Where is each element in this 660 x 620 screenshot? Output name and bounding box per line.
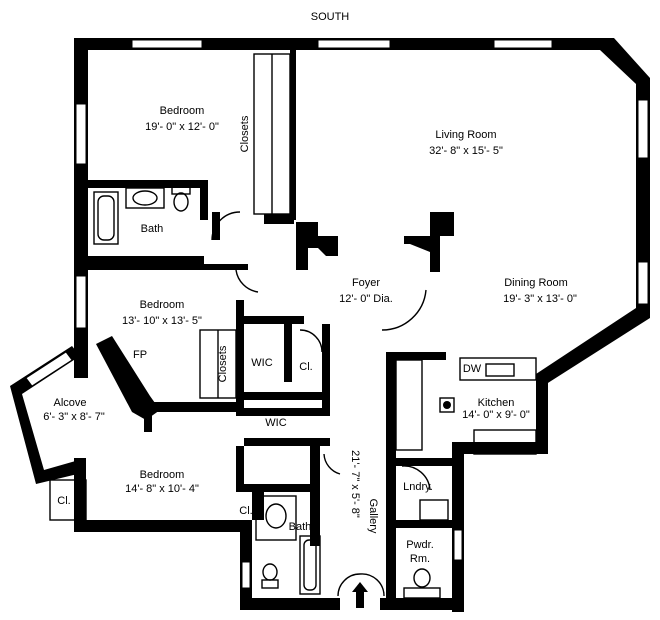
bedroom-master-dims: 19'- 0" x 12'- 0" — [145, 121, 219, 133]
living-room-name: Living Room — [435, 129, 496, 141]
interior-walls — [49, 50, 537, 608]
room-labels: Bedroom 19'- 0" x 12'- 0" Living Room 32… — [43, 105, 577, 565]
bath-bottom-label: Bath — [289, 521, 312, 533]
dining-room-dims: 19'- 3" x 13'- 0" — [503, 293, 577, 305]
closets-mid-label: Closets — [217, 345, 229, 382]
gallery-dims: 21'- 7" x 5'- 8" — [349, 450, 361, 518]
dining-room-name: Dining Room — [504, 277, 568, 289]
closet-3-label: Cl. — [239, 505, 252, 517]
bedroom-3-name: Bedroom — [140, 469, 185, 481]
kitchen-name: Kitchen — [478, 397, 515, 409]
gallery-name: Gallery — [367, 499, 379, 534]
living-room-dims: 32'- 8" x 15'- 5" — [429, 145, 503, 157]
foyer-name: Foyer — [352, 277, 380, 289]
closet-2-label: Cl. — [57, 495, 70, 507]
bath-top-label: Bath — [141, 223, 164, 235]
dishwasher-label: DW — [463, 363, 482, 375]
bedroom-2-name: Bedroom — [140, 299, 185, 311]
laundry-label: Lndry. — [403, 481, 433, 493]
bedroom-master-name: Bedroom — [160, 105, 205, 117]
alcove-name: Alcove — [53, 397, 86, 409]
closet-1-label: Cl. — [299, 361, 312, 373]
wic-1-label: WIC — [251, 357, 272, 369]
powder-room-label-1: Pwdr. — [406, 539, 434, 551]
closets-top-label: Closets — [239, 115, 251, 152]
alcove-dims: 6'- 3" x 8'- 7" — [43, 411, 105, 423]
bedroom-2-dims: 13'- 10" x 13'- 5" — [122, 315, 202, 327]
foyer-dims: 12'- 0" Dia. — [339, 293, 393, 305]
fireplace-label: FP — [133, 349, 147, 361]
bedroom-3-dims: 14'- 8" x 10'- 4" — [125, 483, 199, 495]
orientation-label: SOUTH — [311, 11, 350, 23]
windows — [25, 39, 649, 589]
powder-room-label-2: Rm. — [410, 553, 430, 565]
wic-2-label: WIC — [265, 417, 286, 429]
kitchen-dims: 14'- 0" x 9'- 0" — [462, 409, 530, 421]
